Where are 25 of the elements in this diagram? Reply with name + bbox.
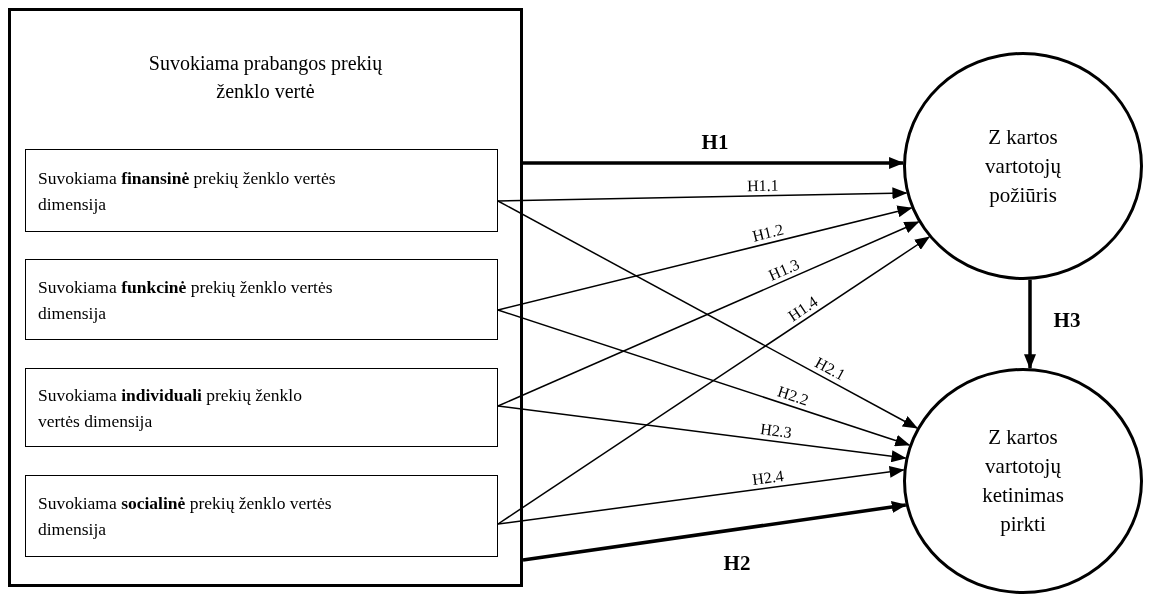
- group-title: Suvokiama prabangos prekių ženklo vertė: [147, 51, 384, 104]
- arrow: [497, 200, 918, 429]
- construct-label: Z kartos vartotojų požiūris: [984, 123, 1062, 209]
- arrow: [497, 309, 911, 447]
- construct-label: Z kartos vartotojų ketinimas pirkti: [981, 424, 1065, 538]
- dimension-box: [25, 368, 498, 447]
- arrow: [497, 205, 913, 311]
- edge-label: H1.1: [746, 177, 781, 195]
- arrow: [497, 221, 920, 407]
- dimension-box: [25, 259, 498, 340]
- dimension-box: [25, 475, 498, 557]
- dimension-label: Suvokiama funkcinė prekių ženklo vertės dimensija: [38, 275, 334, 325]
- arrow: [497, 465, 905, 525]
- arrow: [522, 501, 907, 562]
- arrow: [497, 236, 930, 525]
- arrow: [497, 187, 908, 202]
- dimension-label: Suvokiama finansinė prekių ženklo vertės dimensija: [38, 166, 337, 216]
- edge-label: H1.2: [750, 221, 787, 245]
- arrow: [497, 405, 907, 463]
- dimension-label: Suvokiama socialinė prekių ženklo vertės dimensija: [38, 492, 333, 541]
- group-box: [8, 8, 523, 587]
- dimension-label: Suvokiama individuali prekių ženklo vertės dimensija: [38, 383, 303, 433]
- dimension-box: [25, 149, 498, 232]
- arrow: [523, 157, 905, 169]
- arrow: [1024, 279, 1036, 370]
